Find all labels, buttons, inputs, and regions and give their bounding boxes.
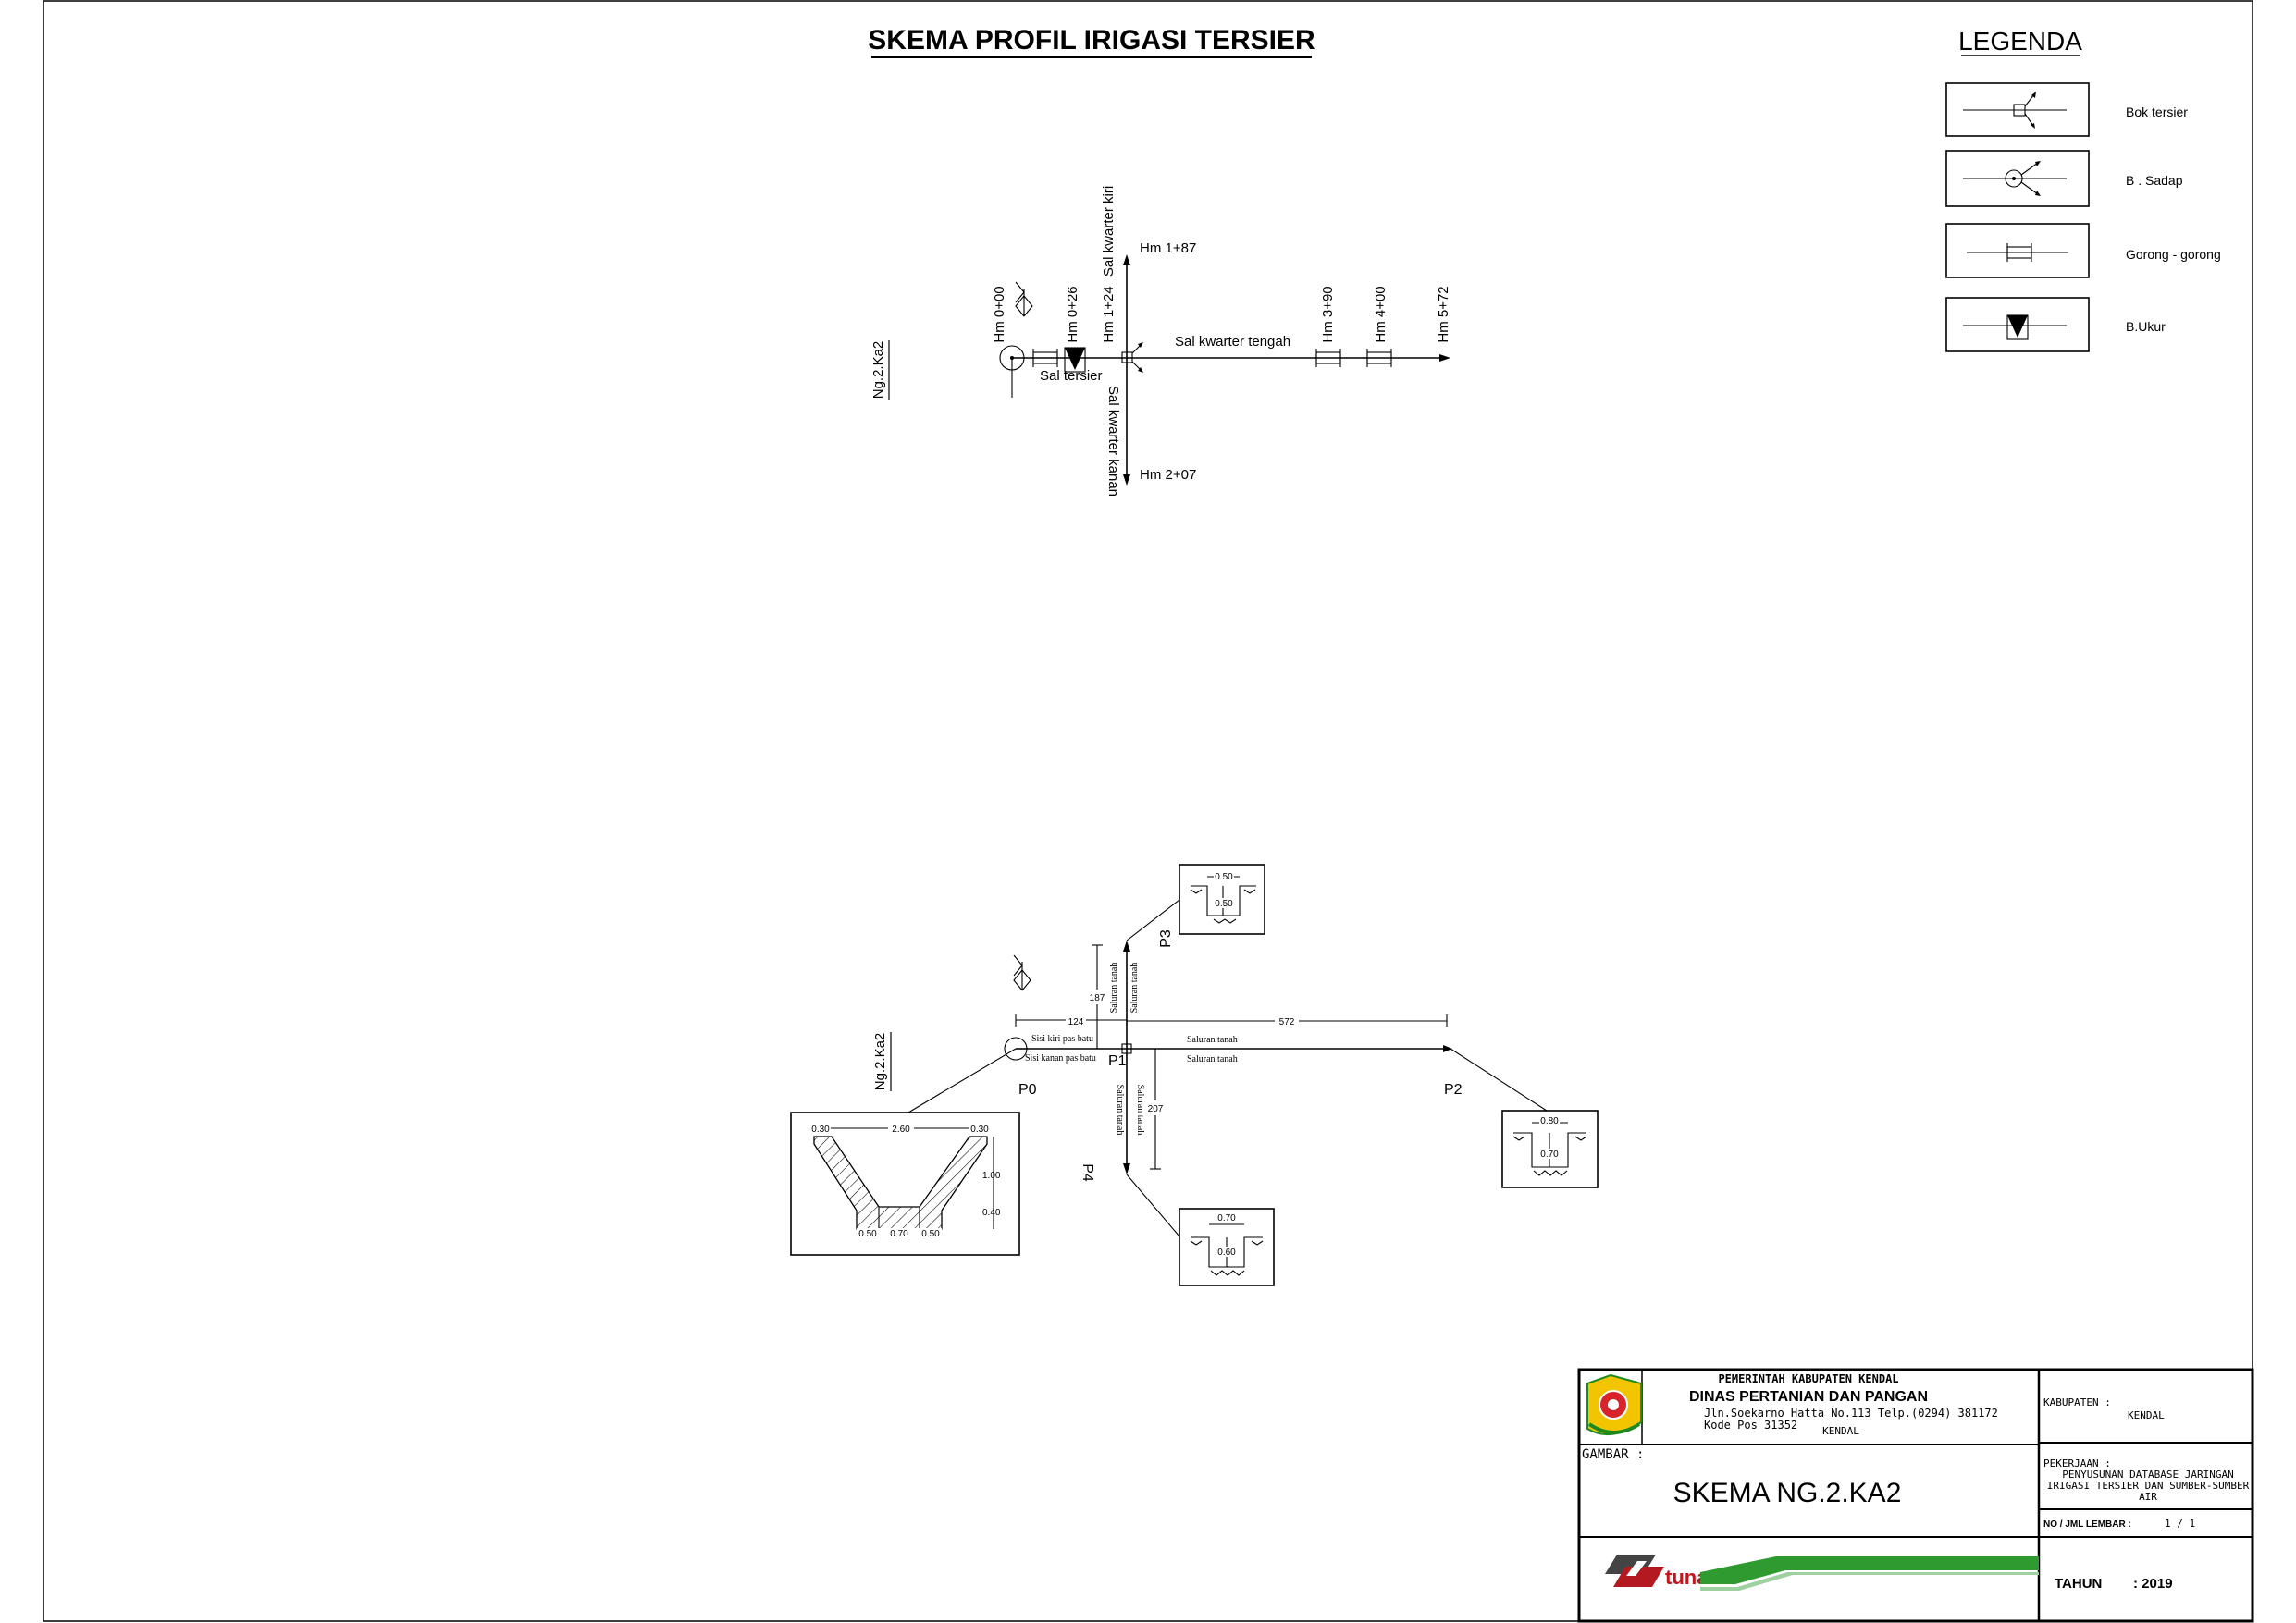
point-label: P4 — [1080, 1163, 1095, 1182]
lembar-value: 1 / 1 — [2165, 1518, 2195, 1530]
tahun-value: : 2019 — [2133, 1576, 2173, 1592]
legend-label: Bok tersier — [2126, 105, 2188, 119]
sal-tersier-label: Sal tersier — [1040, 368, 1103, 384]
b-sadap-icon — [1963, 161, 2067, 196]
legend-item-bok-tersier: Bok tersier — [1945, 82, 2188, 137]
hm-label: Hm 1+24 — [1101, 286, 1117, 342]
section-p0: 0.30 2.60 0.30 1.00 0.40 0.50 0.70 0.50 — [790, 1112, 1020, 1256]
b-ukur-icon — [1963, 314, 2067, 340]
section-dim: 2.60 — [892, 1125, 910, 1135]
legend-label: Gorong - gorong — [2126, 247, 2221, 262]
saluran-tanah-label: Saluran tanah — [1109, 963, 1119, 1014]
legend-label: B . Sadap — [2126, 173, 2183, 188]
b-sadap-icon — [999, 345, 1025, 398]
section-dim: 0.70 — [1540, 1150, 1559, 1160]
kabupaten-label: KABUPATEN : — [2043, 1396, 2111, 1408]
saluran-tanah-label: Saluran tanah — [1135, 1085, 1145, 1136]
legend-title: LEGENDA — [1958, 27, 2082, 55]
pekerjaan-line: PENYUSUNAN DATABASE JARINGAN — [2062, 1469, 2233, 1481]
legend-item-gorong-gorong: Gorong - gorong — [1945, 223, 2221, 278]
address-line: Kode Pos 31352 — [1704, 1419, 1797, 1432]
bok-tersier-icon — [1963, 92, 2067, 129]
sal-kwarter-kiri-label: Sal kwarter kiri — [1101, 186, 1117, 277]
saluran-tanah-label: Saluran tanah — [1187, 1035, 1238, 1045]
hm-label: Hm 0+00 — [992, 286, 1007, 342]
saluran-tanah-label: Saluran tanah — [1187, 1054, 1238, 1064]
schema-diagram: Ng.2.Ka2 — [870, 186, 1451, 497]
section-dim: 0.50 — [1215, 872, 1233, 882]
point-label: P1 — [1108, 1053, 1127, 1069]
title-block: PEMERINTAH KABUPATEN KENDAL DINAS PERTAN… — [1577, 1368, 2254, 1623]
section-p3: 0.50 0.50 — [1179, 864, 1265, 935]
legend-label: B.Ukur — [2126, 319, 2166, 334]
gorong-gorong-icon — [1366, 349, 1392, 367]
gorong-gorong-icon — [1315, 349, 1341, 367]
section-dim: 0.70 — [890, 1229, 908, 1239]
bok-tersier-icon — [1121, 342, 1143, 373]
b-ukur-icon — [1064, 347, 1086, 373]
section-dim: 0.50 — [858, 1229, 877, 1239]
section-dim: 0.30 — [811, 1125, 830, 1135]
section-dim: 0.50 — [921, 1229, 940, 1239]
point-label: P3 — [1158, 929, 1174, 948]
profile-diagram: Ng.2.Ka2 — [790, 864, 1599, 1286]
flow-arrow-icon — [1015, 281, 1033, 317]
page-title: SKEMA PROFIL IRIGASI TERSIER — [868, 25, 1315, 58]
gambar-value: SKEMA NG.2.KA2 — [1673, 1478, 1902, 1508]
schema-ng-label: Ng.2.Ka2 — [870, 341, 886, 400]
city-name: KENDAL — [1822, 1425, 1859, 1437]
dept-name: DINAS PERTANIAN DAN PANGAN — [1689, 1389, 1928, 1405]
tahun-label: TAHUN — [2055, 1576, 2102, 1592]
sal-kwarter-tengah-label: Sal kwarter tengah — [1175, 334, 1290, 350]
hm-label: Hm 0+26 — [1065, 286, 1080, 342]
pekerjaan-line: AIR — [2139, 1491, 2157, 1503]
sal-kwarter-kanan-label: Sal kwarter kanan — [1105, 386, 1121, 497]
section-dim: 0.80 — [1540, 1116, 1559, 1126]
org-name: PEMERINTAH KABUPATEN KENDAL — [1718, 1372, 1898, 1385]
hm-label: Hm 4+00 — [1373, 286, 1389, 342]
pekerjaan-label: PEKERJAAN : — [2043, 1457, 2111, 1469]
lembar-label: NO / JML LEMBAR : — [2043, 1519, 2131, 1530]
dim-label: 124 — [1068, 1017, 1084, 1027]
kendal-logo — [1586, 1373, 1642, 1436]
hm-label: Hm 5+72 — [1436, 286, 1451, 342]
section-p4: 0.70 0.60 — [1179, 1208, 1275, 1286]
hm-label: Hm 1+87 — [1140, 240, 1196, 256]
legend: LEGENDA Bok tersier — [1945, 27, 2221, 352]
page-title-text: SKEMA PROFIL IRIGASI TERSIER — [868, 25, 1315, 55]
gambar-label: GAMBAR : — [1582, 1447, 1644, 1462]
dim-label: 207 — [1148, 1104, 1164, 1114]
point-label: P0 — [1018, 1082, 1037, 1098]
siring-kiri-label: Sisi kiri pas batu — [1031, 1034, 1093, 1044]
section-p2: 0.80 0.70 — [1501, 1110, 1599, 1188]
legend-item-b-sadap: B . Sadap — [1945, 150, 2183, 207]
saluran-tanah-label: Saluran tanah — [1115, 1085, 1125, 1136]
section-dim: 0.60 — [1217, 1248, 1236, 1258]
dimension-lines: 124 572 187 207 — [1015, 944, 1448, 1170]
pekerjaan-line: IRIGASI TERSIER DAN SUMBER-SUMBER — [2047, 1480, 2250, 1492]
dim-label: 187 — [1090, 993, 1105, 1003]
section-dim: 0.70 — [1217, 1213, 1236, 1223]
gorong-gorong-icon — [1032, 349, 1058, 367]
sheet-border — [43, 0, 2253, 1622]
saluran-tanah-label: Saluran tanah — [1129, 963, 1140, 1014]
siring-kanan-label: Sisi kanan pas batu — [1025, 1053, 1096, 1064]
flow-arrow-icon — [1013, 954, 1031, 991]
point-label: P2 — [1444, 1082, 1463, 1098]
profile-ng-label: Ng.2.Ka2 — [872, 1033, 888, 1091]
kabupaten-value: KENDAL — [2128, 1409, 2165, 1421]
gorong-gorong-icon — [1967, 243, 2068, 262]
section-dim: 0.30 — [970, 1125, 989, 1135]
section-dim: 1.00 — [982, 1171, 1001, 1181]
dim-label: 572 — [1279, 1017, 1295, 1027]
section-dim: 0.40 — [982, 1208, 1001, 1218]
hm-label: Hm 3+90 — [1320, 286, 1336, 342]
address-line: Jln.Soekarno Hatta No.113 Telp.(0294) 38… — [1704, 1407, 1998, 1420]
hm-label: Hm 2+07 — [1140, 467, 1196, 483]
legend-item-b-ukur: B.Ukur — [1945, 297, 2166, 352]
section-dim: 0.50 — [1215, 899, 1233, 909]
